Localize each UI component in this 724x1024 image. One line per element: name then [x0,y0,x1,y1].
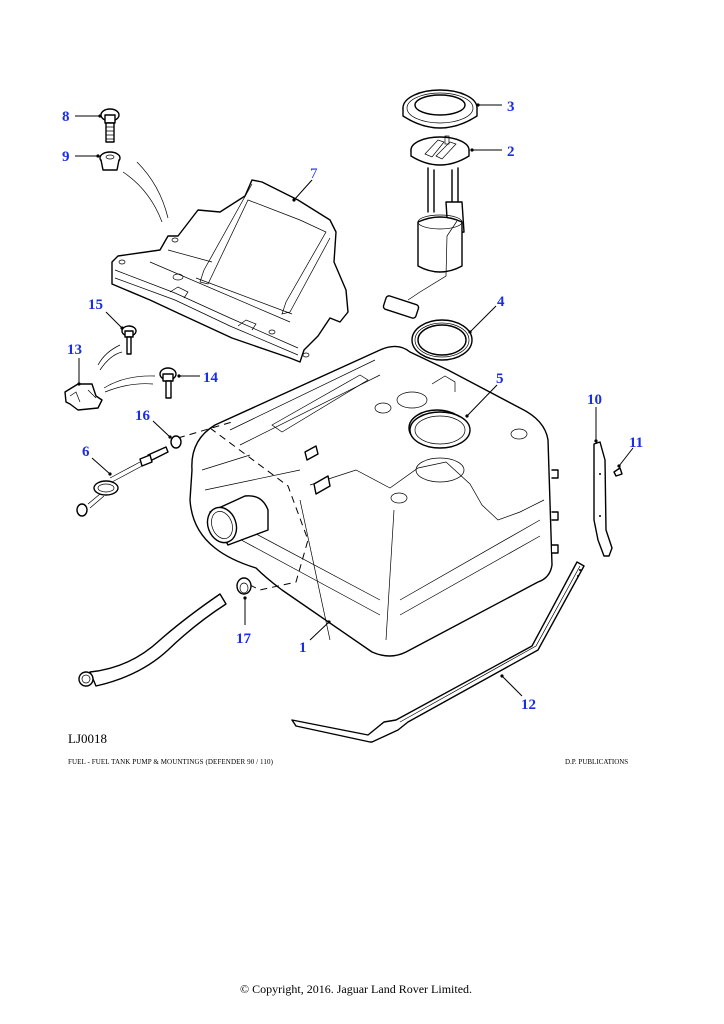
callout-label: 17 [236,631,252,647]
callout-label: 14 [203,370,219,386]
fuel-pump-sender-drawing[interactable] [382,135,470,319]
breather-pipe-drawing[interactable] [76,446,169,517]
callout-6[interactable]: 6 [82,444,112,476]
callout-label: 6 [82,444,90,460]
bolt-14-drawing[interactable] [159,367,177,399]
callout-label: 8 [62,109,70,125]
callout-7[interactable]: 7 [292,166,318,202]
filler-hose-drawing[interactable] [78,593,227,687]
clip-11-drawing[interactable] [613,467,623,477]
bolt-8-drawing[interactable] [100,108,120,143]
callout-2[interactable]: 2 [470,144,515,160]
tank-strap-drawing[interactable] [291,561,585,743]
hose-clip-17-drawing[interactable] [236,577,252,595]
callout-4[interactable]: 4 [468,294,505,334]
hose-clip-16-drawing[interactable] [170,435,182,449]
callout-17[interactable]: 17 [236,596,252,647]
callout-8[interactable]: 8 [62,109,102,125]
callout-label: 15 [88,297,103,313]
publisher-label: D.P. PUBLICATIONS [565,758,629,766]
callout-label: 10 [587,392,602,408]
callout-9[interactable]: 9 [62,149,100,165]
callout-13[interactable]: 13 [67,342,82,386]
locking-ring-drawing[interactable] [402,89,478,129]
callout-11[interactable]: 11 [617,435,643,468]
strap-packing-drawing[interactable] [593,441,613,557]
callout-12[interactable]: 12 [500,674,536,713]
callout-label: 4 [497,294,505,310]
callout-label: 12 [521,697,536,713]
callout-label: 3 [507,99,515,115]
callout-16[interactable]: 16 [135,408,172,439]
callout-14[interactable]: 14 [177,370,219,386]
copyright-notice: © Copyright, 2016. Jaguar Land Rover Lim… [239,982,473,996]
pump-seal-ring-drawing[interactable] [409,411,471,449]
bolt-15-drawing[interactable] [121,325,137,355]
callout-1[interactable]: 1 [299,620,331,656]
seal-drawing[interactable] [411,319,473,361]
callout-label: 2 [507,144,515,160]
callout-label: 11 [629,435,643,451]
diagram-caption: FUEL - FUEL TANK PUMP & MOUNTINGS (DEFEN… [68,758,274,766]
callout-label: 7 [310,166,318,182]
callout-label: 5 [496,371,504,387]
callout-3[interactable]: 3 [476,99,515,115]
tank-guard-plate-drawing[interactable] [111,179,349,363]
callout-10[interactable]: 10 [587,392,602,443]
callout-label: 13 [67,342,82,358]
callout-label: 1 [299,640,307,656]
callout-label: 16 [135,408,151,424]
diagram-reference-code: LJ0018 [68,731,107,746]
callout-label: 9 [62,149,70,165]
bracket-drawing[interactable] [64,383,103,411]
callout-5[interactable]: 5 [465,371,504,418]
nut-insert-9-drawing[interactable] [99,151,121,171]
callout-15[interactable]: 15 [88,297,124,330]
